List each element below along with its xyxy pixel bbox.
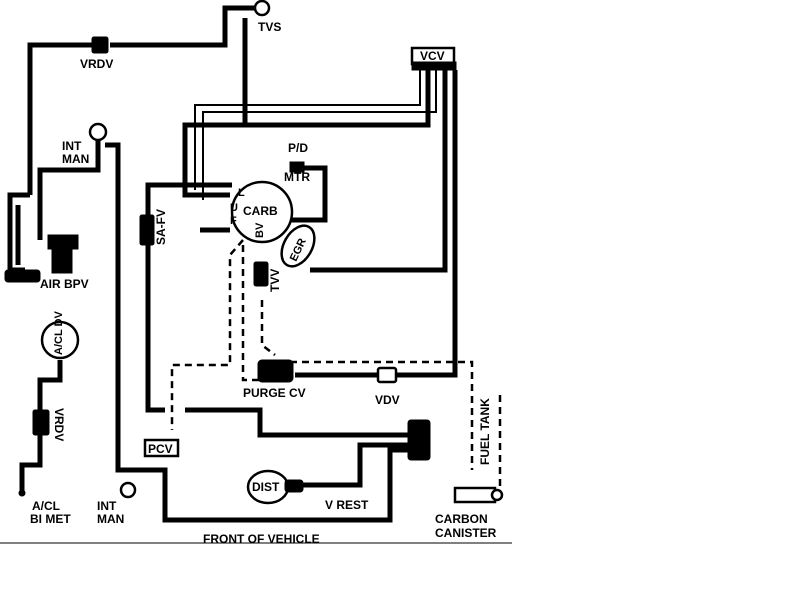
vrdv-top-icon <box>91 36 109 54</box>
vdv-icon <box>376 366 398 384</box>
components <box>0 0 512 544</box>
label-acl-bimet-1: A/CL <box>32 499 60 513</box>
vrdv-left-icon <box>32 409 50 436</box>
label-int-man-bot-1: INT <box>97 499 117 513</box>
purge-cv-icon <box>257 359 294 383</box>
label-carb-bv: BV <box>254 222 266 238</box>
connector-icon <box>407 419 431 461</box>
carbon-canister-icon <box>453 486 497 504</box>
label-int-man-top-2: MAN <box>62 152 89 166</box>
label-pcv: PCV <box>148 442 173 456</box>
carb-icon <box>230 180 294 244</box>
label-v-rest: V REST <box>325 498 369 512</box>
acl-dv-icon <box>40 320 80 360</box>
label-carb-u: U <box>230 202 238 214</box>
label-front-of-vehicle: FRONT OF VEHICLE <box>203 532 320 546</box>
label-canister: CANISTER <box>435 526 497 540</box>
evap-dashed-lines <box>170 239 502 490</box>
label-mtr: MTR <box>284 170 310 184</box>
label-vrdv-left: VRDV <box>52 408 66 441</box>
sa-fv-icon <box>139 214 155 246</box>
int-man-top-icon <box>88 122 108 142</box>
label-acl-bimet-2: BI MET <box>30 512 71 526</box>
label-purge-cv: PURGE CV <box>243 386 306 400</box>
label-vdv: VDV <box>375 393 400 407</box>
labels: TVS VRDV VCV INT MAN P/D MTR CARB L U F … <box>30 20 497 546</box>
label-carbon: CARBON <box>435 512 488 526</box>
int-man-bottom-icon <box>119 481 137 499</box>
pcv-icon <box>143 438 180 458</box>
label-vrdv-top: VRDV <box>80 57 113 71</box>
label-dist: DIST <box>252 480 280 494</box>
tvs-icon <box>253 0 271 17</box>
vacuum-hoses <box>7 5 458 523</box>
label-air-bpv: AIR BPV <box>40 277 89 291</box>
label-sa-fv: SA-FV <box>154 209 168 245</box>
egr-icon <box>280 224 316 268</box>
label-tvs: TVS <box>258 20 281 34</box>
label-acl-dv: A/CL DV <box>53 311 65 355</box>
label-carb: CARB <box>243 204 278 218</box>
label-int-man-top-1: INT <box>62 139 82 153</box>
air-bpv-icon <box>4 269 41 283</box>
label-tvv: TVV <box>268 269 282 292</box>
label-fuel-tank: FUEL TANK <box>478 398 492 465</box>
label-carb-l: L <box>238 187 245 199</box>
tvv-icon <box>253 261 269 287</box>
label-carb-f: F <box>230 215 237 227</box>
label-int-man-bot-2: MAN <box>97 512 124 526</box>
label-vcv: VCV <box>420 49 445 63</box>
label-pd: P/D <box>288 141 308 155</box>
